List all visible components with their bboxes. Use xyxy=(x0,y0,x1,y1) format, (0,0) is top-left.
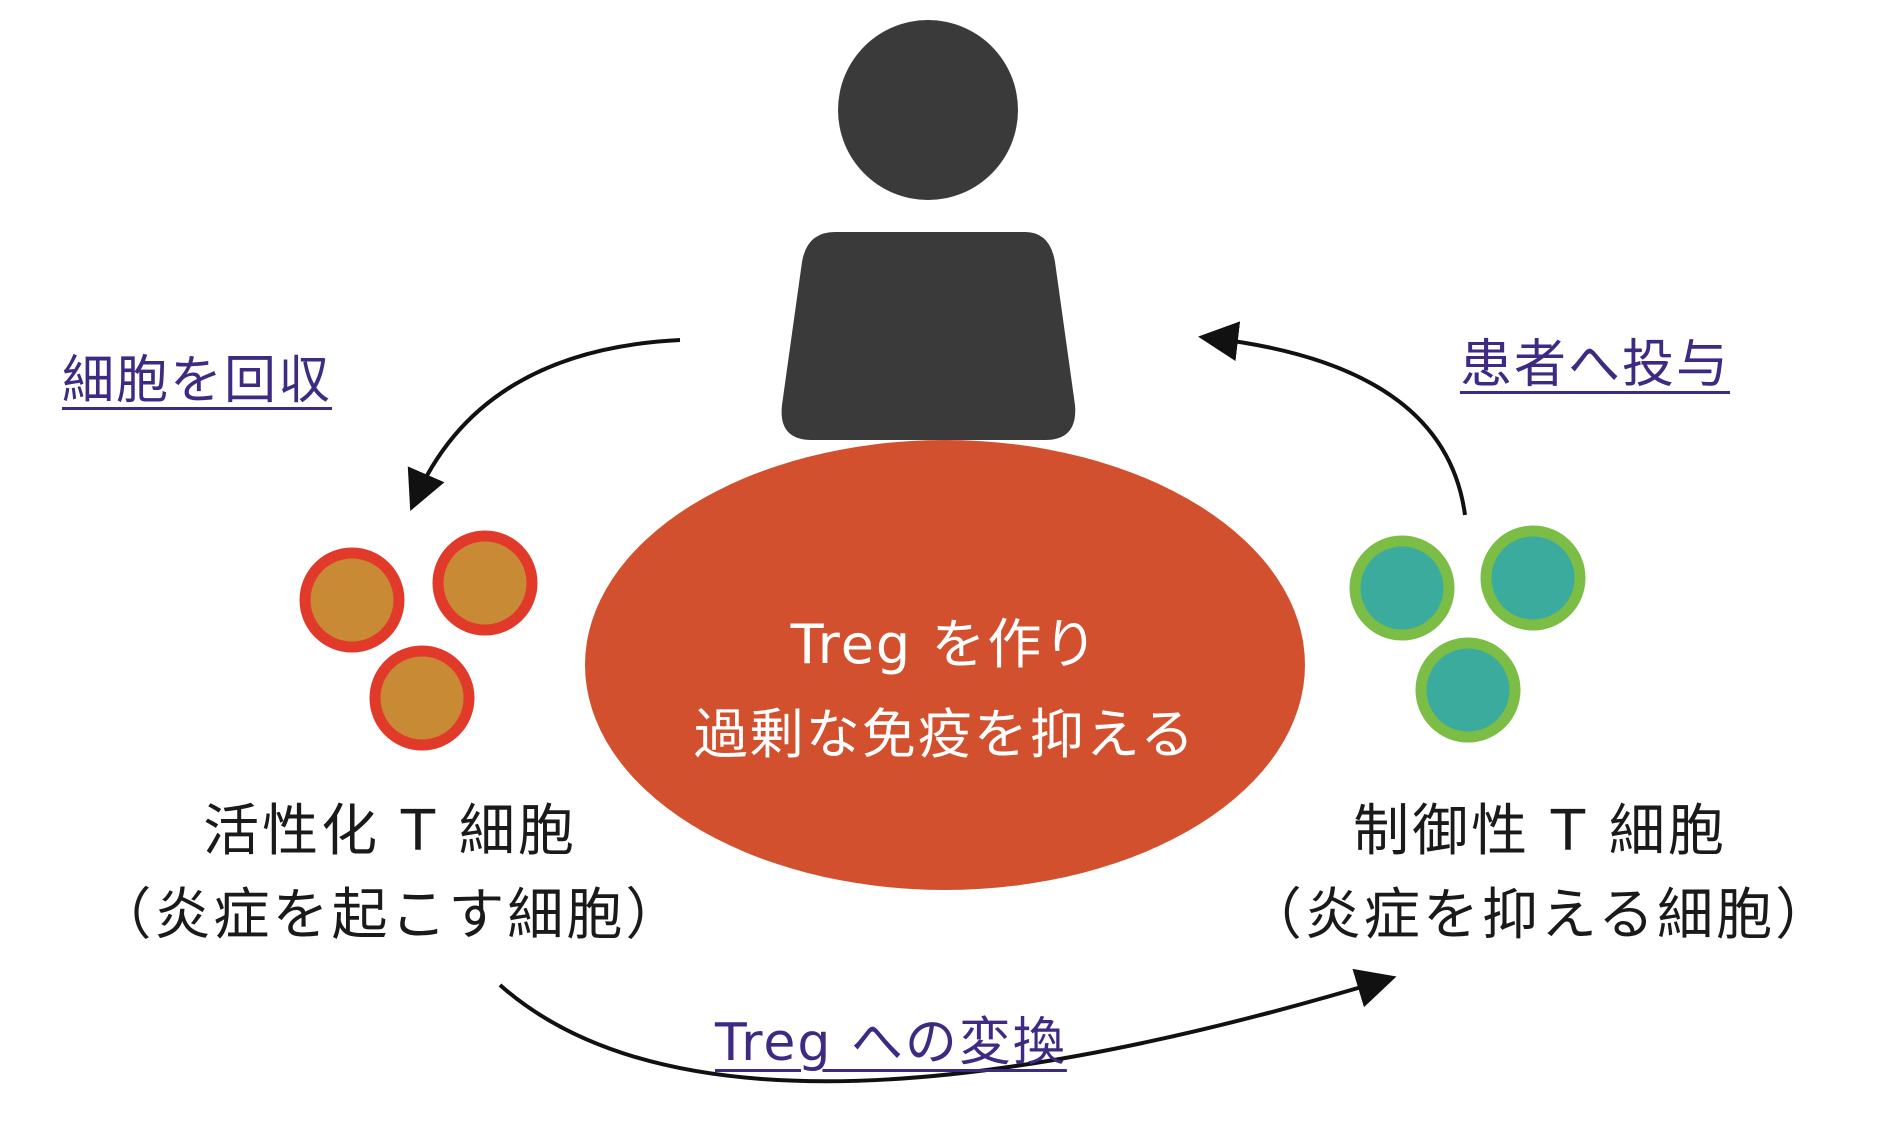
regulatory-label-line-2: （炎症を抑える細胞） xyxy=(1245,883,1835,948)
center-oval xyxy=(585,440,1305,890)
person-head xyxy=(838,20,1018,200)
activated-t-cells xyxy=(299,530,538,751)
regulatory-t-cell-label: 制御性 T 細胞 （炎症を抑える細胞） xyxy=(1205,790,1875,958)
activated-cell xyxy=(369,645,475,751)
activated-label-line-2: （炎症を起こす細胞） xyxy=(95,883,685,948)
administer-to-patient-link[interactable]: 患者へ投与 xyxy=(1460,335,1731,395)
activated-label-line-1: 活性化 T 細胞 xyxy=(203,799,577,864)
person-icon xyxy=(781,20,1076,440)
regulatory-cell xyxy=(1349,535,1455,641)
center-line-1: Treg を作り xyxy=(790,613,1100,676)
collect-cells-link[interactable]: 細胞を回収 xyxy=(62,351,333,411)
regulatory-label-line-1: 制御性 T 細胞 xyxy=(1353,799,1727,864)
person-body xyxy=(781,232,1076,440)
regulatory-cell xyxy=(1415,637,1521,743)
arrow-collect xyxy=(407,338,681,512)
activated-cell xyxy=(299,547,405,653)
activated-cell xyxy=(432,530,538,636)
activated-t-cell-label: 活性化 T 細胞 （炎症を起こす細胞） xyxy=(60,790,720,958)
center-label: Treg を作り 過剰な免疫を抑える xyxy=(615,600,1275,780)
arrow-administer xyxy=(1198,321,1467,516)
regulatory-cell xyxy=(1480,525,1586,631)
center-line-2: 過剰な免疫を抑える xyxy=(693,703,1197,766)
arrow-convert xyxy=(498,968,1397,1084)
regulatory-t-cells xyxy=(1349,525,1586,743)
convert-to-treg-link[interactable]: Treg への変換 xyxy=(715,1013,1067,1073)
